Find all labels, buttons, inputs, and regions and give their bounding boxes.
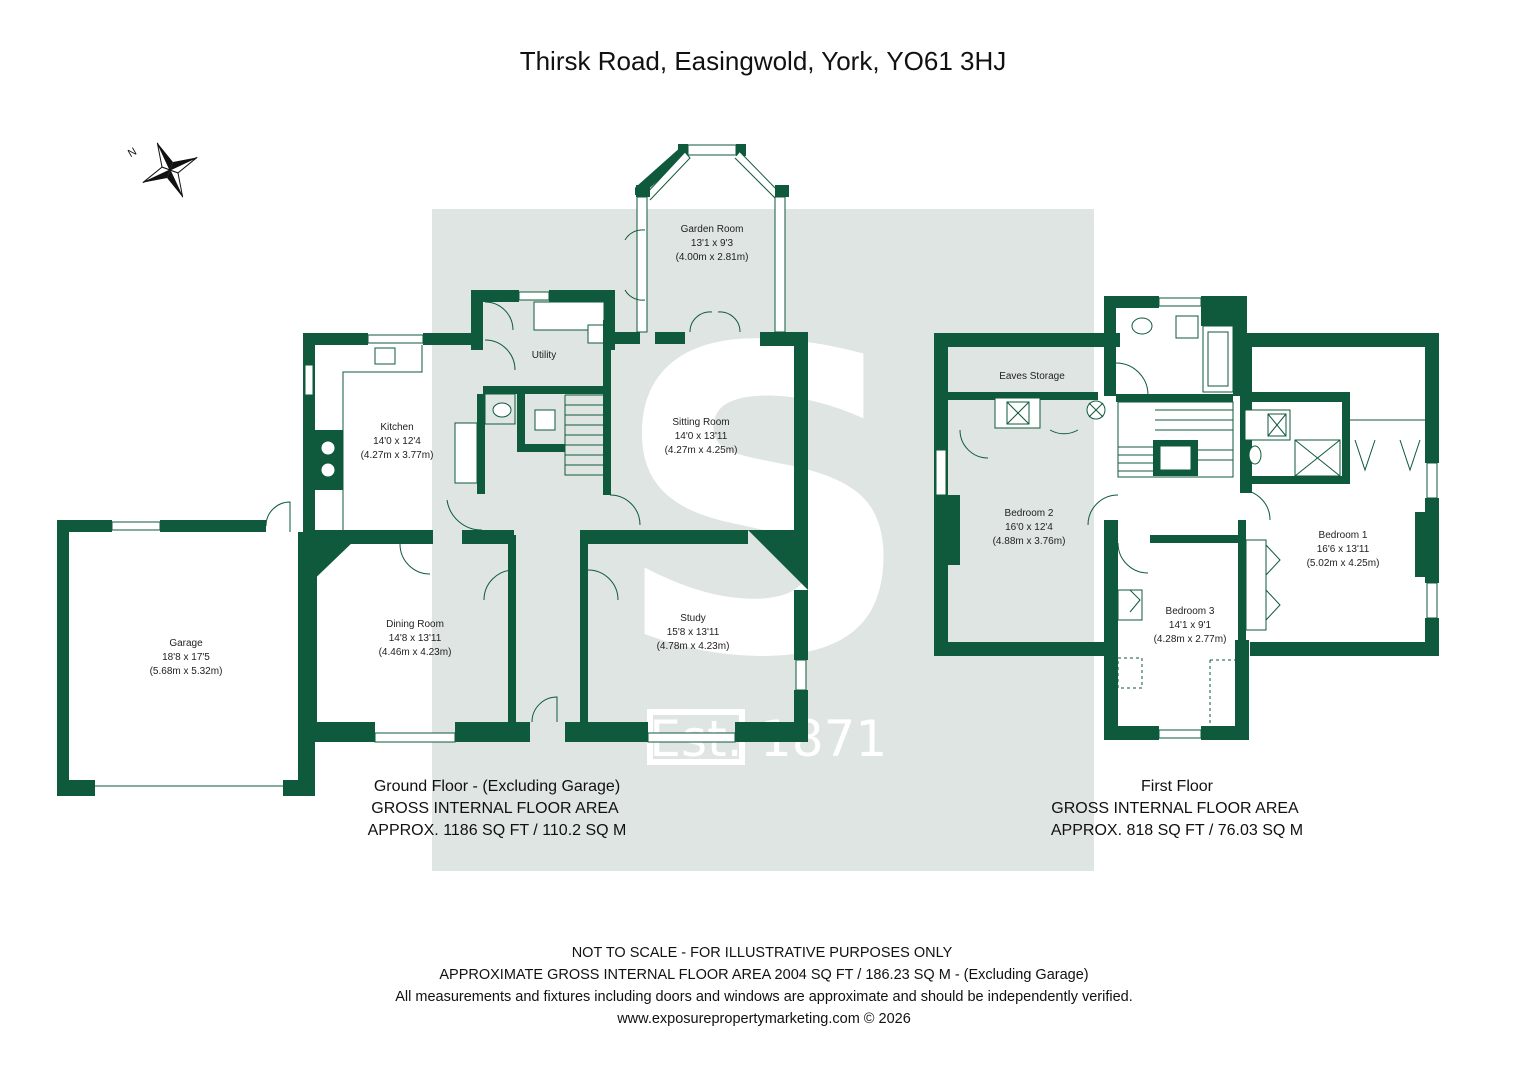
room-dim-dining-room-metric: (4.46m x 4.23m) <box>379 647 452 658</box>
room-dim-garage-imperial: 18'8 x 17'5 <box>162 652 210 663</box>
sitting-room-walls <box>603 332 808 532</box>
ground-floor-area-label: GROSS INTERNAL FLOOR AREA <box>371 800 619 817</box>
room-dim-bedroom-3-metric: (4.28m x 2.77m) <box>1154 634 1227 645</box>
first-floor-plan <box>934 296 1439 740</box>
first-floor-area-label: GROSS INTERNAL FLOOR AREA <box>1051 800 1299 817</box>
ground-front-walls <box>303 590 808 743</box>
ground-floor-area: Ground Floor - (Excluding Garage) GROSS … <box>368 778 627 839</box>
page-title: Thirsk Road, Easingwold, York, YO61 3HJ <box>520 46 1007 76</box>
ground-floor-labels: Garden Room 13'1 x 9'3 (4.00m x 2.81m) U… <box>150 224 749 677</box>
garage-walls <box>57 501 315 796</box>
room-dim-garden-room-metric: (4.00m x 2.81m) <box>676 252 749 263</box>
room-dim-dining-room-imperial: 14'8 x 13'11 <box>389 633 442 644</box>
room-label-bedroom-3: Bedroom 3 <box>1166 606 1215 617</box>
room-label-kitchen: Kitchen <box>380 422 413 433</box>
room-dim-garden-room-imperial: 13'1 x 9'3 <box>691 238 734 249</box>
room-dim-bedroom-2-imperial: 16'0 x 12'4 <box>1005 522 1053 533</box>
room-dim-bedroom-1-imperial: 16'6 x 13'11 <box>1317 544 1370 555</box>
room-label-sitting-room: Sitting Room <box>672 417 729 428</box>
compass-north-label: N <box>126 146 139 160</box>
room-dim-study-metric: (4.78m x 4.23m) <box>657 641 730 652</box>
room-dim-study-imperial: 15'8 x 13'11 <box>667 627 720 638</box>
compass-rose-icon <box>142 142 198 198</box>
watermark: S Est. 1871 <box>432 209 1094 871</box>
ground-floor-area-value: APPROX. 1186 SQ FT / 110.2 SQ M <box>368 822 627 839</box>
room-dim-sitting-room-imperial: 14'0 x 13'11 <box>675 431 728 442</box>
central-walls <box>303 530 808 740</box>
first-floor-area: First Floor GROSS INTERNAL FLOOR AREA AP… <box>1051 778 1303 839</box>
room-label-study: Study <box>680 613 706 624</box>
ground-floor-plan <box>57 144 808 796</box>
room-label-utility: Utility <box>532 350 556 361</box>
room-dim-bedroom-1-metric: (5.02m x 4.25m) <box>1307 558 1380 569</box>
room-dim-garage-metric: (5.68m x 5.32m) <box>150 666 223 677</box>
footer-total-area: APPROXIMATE GROSS INTERNAL FLOOR AREA 20… <box>439 967 1088 983</box>
room-dim-kitchen-imperial: 14'0 x 12'4 <box>373 436 421 447</box>
room-dim-bedroom-2-metric: (4.88m x 3.76m) <box>993 536 1066 547</box>
kitchen-walls <box>303 333 483 533</box>
room-dim-kitchen-metric: (4.27m x 3.77m) <box>361 450 434 461</box>
ground-floor-area-heading: Ground Floor - (Excluding Garage) <box>374 778 620 795</box>
room-dim-sitting-room-metric: (4.27m x 4.25m) <box>665 445 738 456</box>
footer-measurements-note: All measurements and fixtures including … <box>395 989 1133 1005</box>
first-floor-labels: Eaves Storage Bedroom 2 16'0 x 12'4 (4.8… <box>993 371 1380 645</box>
footer-not-to-scale: NOT TO SCALE - FOR ILLUSTRATIVE PURPOSES… <box>572 945 953 961</box>
wc-stairs <box>446 393 641 531</box>
first-floor-area-heading: First Floor <box>1141 778 1214 795</box>
room-label-garden-room: Garden Room <box>681 224 744 235</box>
room-label-eaves-storage: Eaves Storage <box>999 371 1065 382</box>
room-label-dining-room: Dining Room <box>386 619 444 630</box>
room-label-garage: Garage <box>169 638 203 649</box>
footer-website: www.exposurepropertymarketing.com © 2026 <box>616 1011 911 1027</box>
room-label-bedroom-2: Bedroom 2 <box>1005 508 1054 519</box>
first-floor-area-value: APPROX. 818 SQ FT / 76.03 SQ M <box>1051 822 1303 839</box>
footer-disclaimer: NOT TO SCALE - FOR ILLUSTRATIVE PURPOSES… <box>395 945 1133 1027</box>
room-label-bedroom-1: Bedroom 1 <box>1319 530 1368 541</box>
room-dim-bedroom-3-imperial: 14'1 x 9'1 <box>1169 620 1212 631</box>
